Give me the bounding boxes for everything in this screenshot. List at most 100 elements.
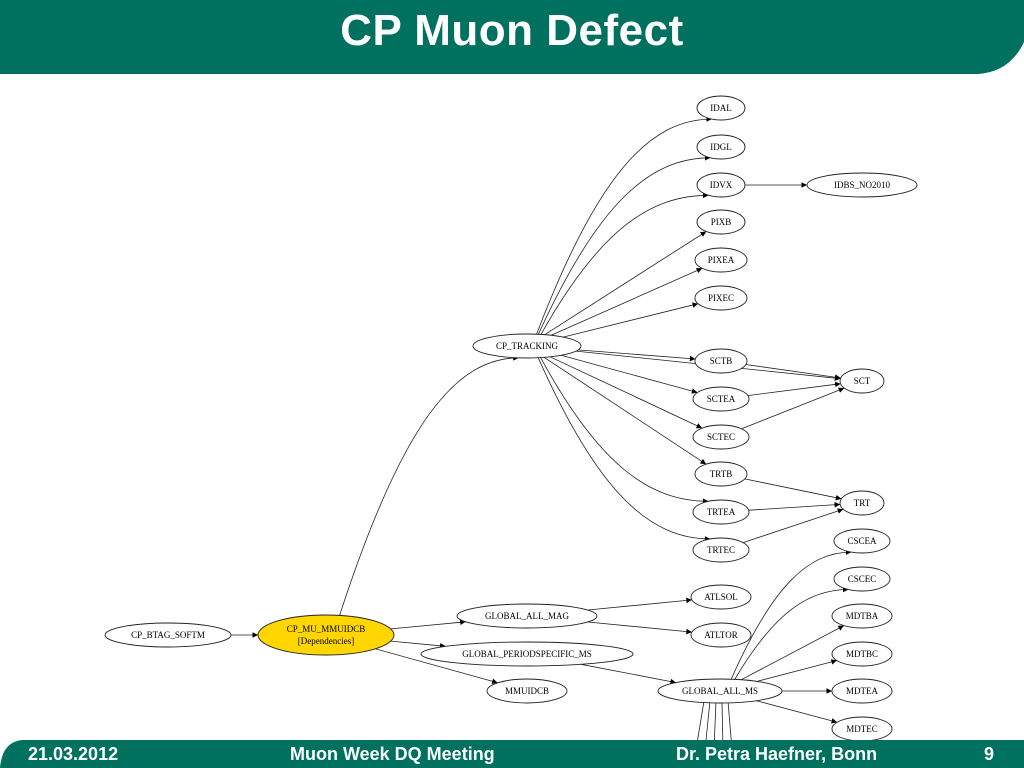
edge-cp-tracking-to-trtb <box>543 357 707 465</box>
node-sctb[interactable]: SCTB <box>694 348 748 374</box>
edge-trtb-to-trt <box>744 478 842 501</box>
node-shape <box>472 333 582 359</box>
edge-cp-tracking-to-trtea <box>540 357 709 505</box>
node-trtea[interactable]: TRTEA <box>692 499 750 525</box>
node-label: GLOBAL_PERIODSPECIFIC_MS <box>462 649 592 659</box>
node-shape <box>257 614 395 656</box>
node-atlsol[interactable]: ATLSOL <box>690 584 752 610</box>
node-idbs-no2010[interactable]: IDBS_NO2010 <box>806 172 918 198</box>
node-shape <box>694 348 748 374</box>
node-shape <box>420 641 634 667</box>
edge-cp-tracking-to-pixec <box>563 302 699 338</box>
node-sctec[interactable]: SCTEC <box>692 424 750 450</box>
node-label: ATLSOL <box>704 592 738 602</box>
node-shape <box>690 622 752 648</box>
node-mmuidcb[interactable]: MMUIDCB <box>486 678 568 704</box>
node-global-all-ms[interactable]: GLOBAL_ALL_MS <box>657 678 783 704</box>
node-sctea[interactable]: SCTEA <box>692 386 750 412</box>
node-mdtba[interactable]: MDTBA <box>831 603 893 629</box>
node-label: GLOBAL_ALL_MAG <box>485 611 569 621</box>
node-label: SCT <box>854 376 871 386</box>
node-shape <box>690 584 752 610</box>
node-trtec[interactable]: TRTEC <box>692 537 750 563</box>
footer-author: Dr. Petra Haefner, Bonn <box>676 744 878 764</box>
node-global-all-mag[interactable]: GLOBAL_ALL_MAG <box>456 603 598 629</box>
node-trtb[interactable]: TRTB <box>694 461 748 487</box>
node-mdtec[interactable]: MDTEC <box>831 716 893 742</box>
edge-cp-mu-mmuidcb-to-cp-tracking <box>339 355 519 616</box>
node-pixec[interactable]: PIXEC <box>694 285 748 311</box>
slide-title: CP Muon Defect <box>340 6 684 55</box>
node-shape <box>833 566 891 592</box>
node-label: IDGL <box>710 142 732 152</box>
node-label: MDTEA <box>846 686 878 696</box>
node-global-periodspecific-ms[interactable]: GLOBAL_PERIODSPECIFIC_MS <box>420 641 634 667</box>
header-band <box>0 0 1024 74</box>
edges-layer <box>231 116 852 741</box>
node-cp-tracking[interactable]: CP_TRACKING <box>472 333 582 359</box>
edge-offscreen-4 <box>727 700 732 741</box>
node-label: IDAL <box>710 103 732 113</box>
node-idal[interactable]: IDAL <box>696 95 746 121</box>
node-shape <box>833 528 891 554</box>
node-idgl[interactable]: IDGL <box>696 134 746 160</box>
node-shape <box>831 603 893 629</box>
node-trt[interactable]: TRT <box>839 490 885 516</box>
edge-cp-mu-mmuidcb-to-global-all-mag <box>390 619 466 630</box>
edge-offscreen-0 <box>697 700 705 741</box>
node-shape <box>657 678 783 704</box>
node-label: IDBS_NO2010 <box>834 180 891 190</box>
node-pixea[interactable]: PIXEA <box>694 247 748 273</box>
node-shape <box>694 247 748 273</box>
node-shape <box>696 95 746 121</box>
node-cscec[interactable]: CSCEC <box>833 566 891 592</box>
edge-cp-mu-mmuidcb-to-mmuidcb <box>375 648 498 684</box>
edge-cp-tracking-to-idgl <box>538 155 711 335</box>
node-label: CP_TRACKING <box>496 341 559 351</box>
edge-cp-tracking-to-sctea <box>560 354 698 394</box>
node-label: SCTB <box>710 356 733 366</box>
node-label: PIXB <box>711 217 732 227</box>
node-shape <box>696 172 746 198</box>
edge-sctb-to-sct <box>745 364 841 380</box>
edge-sctea-to-sct <box>747 381 841 396</box>
node-label: CSCEA <box>847 536 877 546</box>
node-shape <box>456 603 598 629</box>
edge-offscreen-2 <box>714 700 717 741</box>
edge-global-periodspecific-ms-to-global-all-ms <box>580 663 677 685</box>
node-idvx[interactable]: IDVX <box>696 172 746 198</box>
node-atltor[interactable]: ATLTOR <box>690 622 752 648</box>
footer-meeting: Muon Week DQ Meeting <box>290 744 495 764</box>
node-cp-mu-mmuidcb[interactable]: CP_MU_MMUIDCB[Dependencies] <box>257 614 395 656</box>
node-label: CP_MU_MMUIDCB <box>287 624 366 634</box>
footer-band <box>0 740 1024 768</box>
node-label: TRTB <box>710 469 732 479</box>
node-mdtea[interactable]: MDTEA <box>831 678 893 704</box>
footer-page-number: 9 <box>984 744 995 764</box>
edge-global-all-ms-to-cscec <box>734 586 849 680</box>
edge-global-all-ms-to-mdtec <box>756 700 838 724</box>
node-shape <box>692 537 750 563</box>
node-label: SCTEA <box>707 394 736 404</box>
edge-global-all-mag-to-atltor <box>587 621 692 635</box>
node-shape <box>486 678 568 704</box>
node-shape <box>692 499 750 525</box>
node-pixb[interactable]: PIXB <box>696 209 746 235</box>
node-cp-btag-softm[interactable]: CP_BTAG_SOFTM <box>104 622 232 648</box>
edge-cp-tracking-to-idal <box>536 116 712 335</box>
edge-cp-tracking-to-pixea <box>551 267 703 336</box>
node-label: PIXEC <box>708 293 734 303</box>
edge-cp-tracking-to-idvx <box>540 192 709 335</box>
edge-cp-tracking-to-trtec <box>537 357 711 542</box>
node-label: TRTEC <box>707 545 735 555</box>
node-label: TRTEA <box>707 507 736 517</box>
node-label: MDTEC <box>846 724 878 734</box>
node-cscea[interactable]: CSCEA <box>833 528 891 554</box>
node-label: MDTBC <box>846 649 878 659</box>
node-mdtbc[interactable]: MDTBC <box>831 641 893 667</box>
node-shape <box>104 622 232 648</box>
node-shape <box>839 368 885 394</box>
node-sct[interactable]: SCT <box>839 368 885 394</box>
edge-trtea-to-trt <box>748 501 841 511</box>
